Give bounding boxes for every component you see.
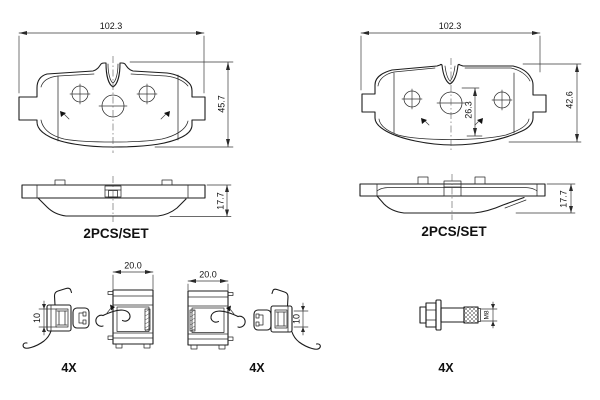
quantity-label: 4X [61,361,77,375]
retainer-width-dimension: 20.0 [112,261,154,290]
center-dim-label: 26.3 [463,101,473,119]
guide-hole-right [136,83,158,105]
guide-hole-left [401,88,423,110]
tab-left [417,176,429,185]
pad-outline [18,62,206,148]
bolt [419,299,481,331]
quantity-label: 4X [438,361,454,375]
knurl-hatch [463,306,479,324]
retainer-width-dimension: 20.0 [187,270,229,291]
retainer-wire [237,315,246,328]
bolt-thread-dimension: M8 [480,301,498,329]
width-dimension: 102.3 [18,21,205,94]
tab-left [54,179,66,186]
wear-indicator-marks [60,111,170,120]
hardware-clip-right-group: 20.0 10 4X [187,270,321,375]
height-dim-label: 45.7 [216,95,226,113]
thickness-dimension: 17.7 [169,184,232,217]
hardware-clip-left-group: 10 20.0 4X [22,261,154,375]
friction-block [37,197,187,217]
set-quantity-label: 2PCS/SET [83,226,149,241]
center-clip [443,180,462,197]
pad-front-right-view: 26.3 102.3 42.6 [360,21,582,150]
retainer-box [187,290,246,350]
retainer-wire [95,314,104,327]
height-dimension: 45.7 [129,61,234,148]
spring-clip [253,288,321,350]
height-dimension: 42.6 [508,63,582,143]
clip-height-dimension: 10 [32,300,58,336]
thickness-dim-label: 17.7 [215,192,225,210]
guide-hole-left [69,83,91,105]
tab-right [474,176,486,185]
width-dim-label: 102.3 [100,21,123,31]
thickness-dimension: 17.7 [515,183,576,214]
pad-front-left-view: 102.3 45.7 [18,21,234,153]
thickness-dim-label: 17.7 [558,190,568,208]
clip-height-label: 10 [291,314,301,324]
pad-side-left-view: 17.7 2PCS/SET [21,176,232,241]
pad-outline [361,63,547,146]
backplate [359,183,546,197]
pad-inner-contours [40,63,189,143]
width-dimension: 102.3 [360,21,541,91]
clip-height-dimension: 10 [291,302,309,336]
center-offset-dimension: 26.3 [461,87,483,137]
quantity-label: 4X [249,361,265,375]
bolt-thread-label: M8 [484,310,491,319]
retainer-width-label: 20.0 [124,261,142,271]
height-dim-label: 42.6 [564,91,574,109]
retainer-width-label: 20.0 [199,270,217,280]
backplate [21,184,206,199]
wear-indicator-marks [421,118,483,126]
set-quantity-label: 2PCS/SET [421,224,487,239]
pad-side-right-view: 17.7 2PCS/SET [359,174,576,239]
guide-hole-right [491,89,513,111]
pad-inner-contours [377,65,531,140]
hardware-bolt-group: M8 4X [419,299,498,375]
retainer-box [95,289,154,349]
width-dim-label: 102.3 [439,21,462,31]
tab-right [161,179,173,186]
friction-block [376,195,525,214]
clip-height-label: 10 [32,313,42,323]
